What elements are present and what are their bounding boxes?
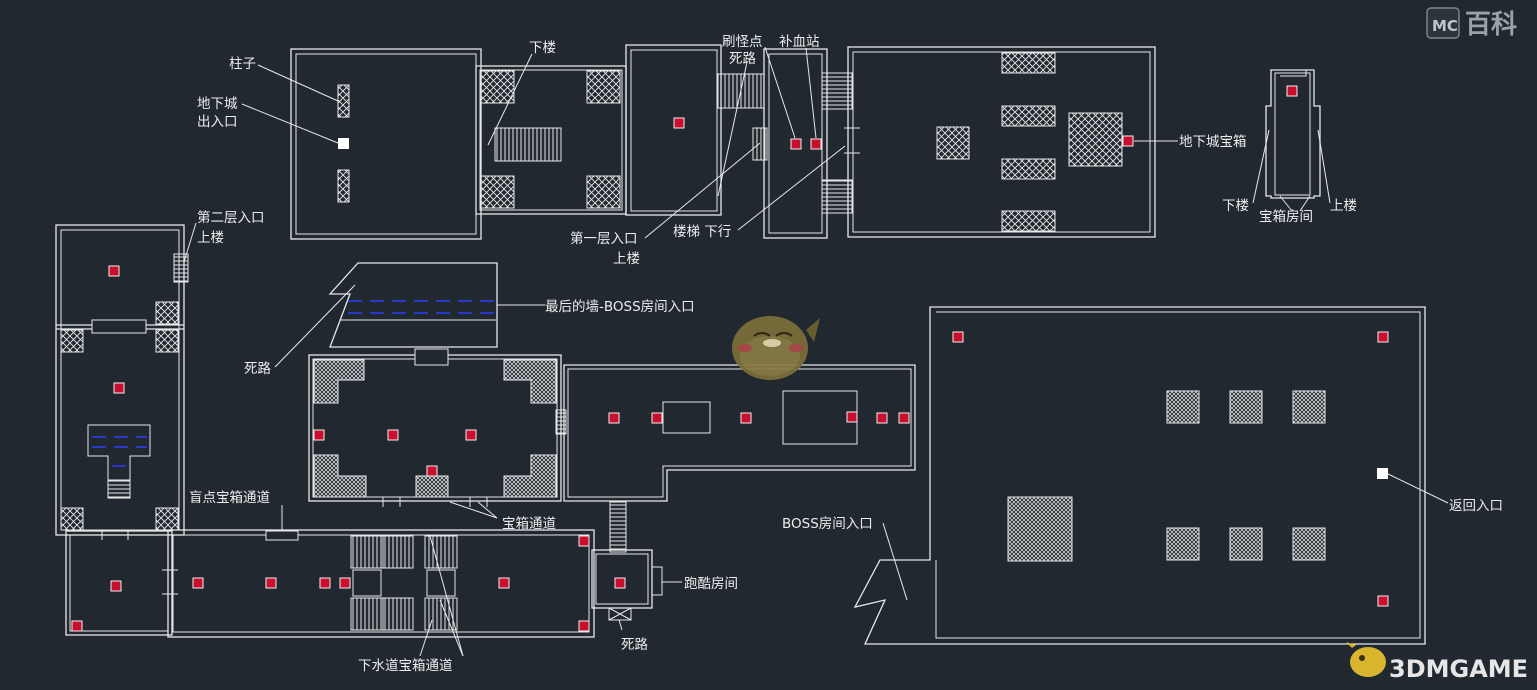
dungeon-exit-marker <box>338 138 349 149</box>
staircase <box>821 179 853 214</box>
chest-marker <box>898 412 910 424</box>
chest-marker <box>192 577 204 589</box>
chest-marker <box>651 412 663 424</box>
chest-marker <box>1377 595 1389 607</box>
staircase <box>821 72 853 110</box>
chest-marker <box>673 117 685 129</box>
label-parkour-room: 跑酷房间 <box>684 576 738 592</box>
room-entrance-hall <box>290 48 482 240</box>
room-chest-small <box>1265 69 1321 199</box>
staircase <box>382 597 414 631</box>
chest-marker <box>578 535 590 547</box>
staircase <box>173 253 189 283</box>
label-last-wall: 最后的墙-BOSS房间入口 <box>545 299 695 315</box>
label-upstairs: 上楼 <box>1330 198 1357 214</box>
chest-markers <box>71 85 1389 632</box>
room-center-hall <box>308 348 567 507</box>
chest-marker <box>810 138 822 150</box>
staircase <box>494 127 562 162</box>
watermark-badge: MC <box>1432 17 1458 35</box>
room-sewer <box>65 529 595 638</box>
pillar <box>337 169 350 203</box>
room-boss <box>853 306 1426 645</box>
label-pillar: 柱子 <box>229 56 256 72</box>
room-spawn-corridor <box>763 48 860 239</box>
chest-marker <box>1122 135 1134 147</box>
chest-marker <box>608 412 620 424</box>
chest-marker <box>1286 85 1298 97</box>
chest-marker <box>265 577 277 589</box>
chest-marker <box>846 411 858 423</box>
label-dead-end: 死路 <box>244 361 271 377</box>
label-hidden-chest-passage: 盲点宝箱通道 <box>189 489 270 506</box>
label-downstairs: 下楼 <box>529 40 556 56</box>
chest-marker <box>740 412 752 424</box>
chest-marker <box>614 577 626 589</box>
label-dungeon-entrance: 地下城 <box>197 96 238 112</box>
label-dungeon-entrance: 出入口 <box>197 114 238 130</box>
label-floor1-entrance: 上楼 <box>613 251 640 267</box>
label-floor2-entrance: 上楼 <box>197 230 224 246</box>
chest-marker <box>790 138 802 150</box>
staircase <box>752 127 768 161</box>
staircase <box>424 535 458 569</box>
label-chest-passage: 宝箱通道 <box>502 516 556 532</box>
chest-marker <box>110 580 122 592</box>
label-dead-end: 死路 <box>729 51 757 67</box>
chest-marker <box>498 577 510 589</box>
label-dungeon-chest: 地下城宝箱 <box>1179 134 1247 150</box>
chest-marker <box>426 465 438 477</box>
room-floor1 <box>625 44 768 216</box>
chest-marker <box>113 382 125 394</box>
chest-marker <box>876 412 888 424</box>
room-last-wall <box>328 262 498 348</box>
label-stairs-down: 楼梯 下行 <box>673 224 731 240</box>
staircase <box>609 501 627 553</box>
map-labels: 柱子 地下城 出入口 下楼 刷怪点 补血站 死路 地下城宝箱 下楼 宝箱房间 上… <box>189 34 1503 674</box>
mascot-bird-icon <box>732 316 820 380</box>
chest-marker <box>1377 331 1389 343</box>
room-right-corridor <box>563 364 916 502</box>
staircase <box>350 535 384 569</box>
label-boss-entrance: BOSS房间入口 <box>782 516 873 532</box>
watermark-text: 3DMGAME <box>1389 655 1528 683</box>
label-heal-station: 补血站 <box>779 34 820 50</box>
staircase <box>555 409 567 435</box>
chest-marker <box>339 577 351 589</box>
room-stairs-down <box>475 65 627 215</box>
watermark-text: 百科 <box>1465 10 1517 40</box>
top-watermark: MC 百科 <box>1426 7 1517 40</box>
label-downstairs: 下楼 <box>1222 198 1249 214</box>
label-sewer-chest-passage: 下水道宝箱通道 <box>358 658 453 674</box>
bottom-watermark: 3DMGAME <box>1346 642 1528 683</box>
room-left-tower <box>55 224 189 536</box>
label-floor2-entrance: 第二层入口 <box>197 209 265 226</box>
leader-lines <box>183 46 1449 657</box>
staircase <box>382 535 414 569</box>
chest-marker <box>387 429 399 441</box>
room-dungeon-chest <box>847 46 1156 238</box>
room-parkour <box>591 501 663 621</box>
chest-marker <box>578 620 590 632</box>
water-pool <box>87 424 151 481</box>
staircase <box>107 479 131 499</box>
chest-marker <box>465 429 477 441</box>
label-floor1-entrance: 第一层入口 <box>570 230 638 247</box>
pillar <box>337 84 350 118</box>
staircase <box>350 597 384 631</box>
label-monster-spawn: 刷怪点 <box>722 34 763 50</box>
label-chest-room: 宝箱房间 <box>1259 209 1313 225</box>
mascot-small-icon <box>1350 647 1386 677</box>
chest-marker <box>319 577 331 589</box>
chest-marker <box>71 620 83 632</box>
chest-marker <box>108 265 120 277</box>
label-dead-end: 死路 <box>621 637 649 653</box>
return-entrance-marker <box>1377 468 1388 479</box>
label-return-entrance: 返回入口 <box>1449 498 1503 514</box>
chest-marker <box>313 429 325 441</box>
chest-marker <box>952 331 964 343</box>
